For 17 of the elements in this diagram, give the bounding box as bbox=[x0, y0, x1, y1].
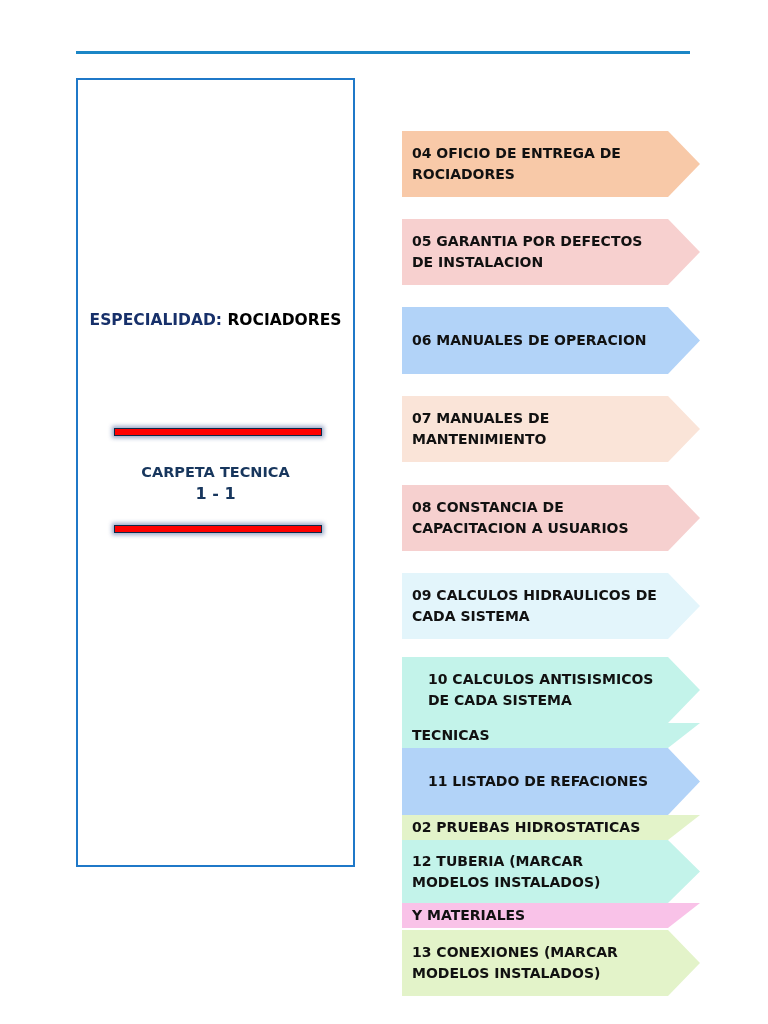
cover-panel bbox=[76, 78, 355, 867]
item-label: 08 CONSTANCIA DE CAPACITACION A USUARIOS bbox=[412, 498, 630, 538]
item-label: 13 CONEXIONES (MARCAR MODELOS INSTALADOS) bbox=[412, 943, 619, 983]
item-label: 10 CALCULOS ANTISISMICOS DE CADA SISTEMA bbox=[428, 670, 655, 710]
item-label: 04 OFICIO DE ENTREGA DE ROCIADORES bbox=[412, 144, 622, 184]
folder-number: 1 - 1 bbox=[194, 484, 237, 503]
item-label: 05 GARANTIA POR DEFECTOS DE INSTALACION bbox=[412, 232, 644, 272]
item-label: 12 TUBERIA (MARCAR MODELOS INSTALADOS) bbox=[412, 851, 602, 892]
specialty-heading: ESPECIALIDAD: ROCIADORES bbox=[88, 311, 343, 329]
item-label: 06 MANUALES DE OPERACION bbox=[412, 331, 647, 350]
item-label: 11 LISTADO DE REFACIONES bbox=[428, 772, 649, 791]
item-label: 07 MANUALES DE MANTENIMIENTO bbox=[412, 409, 551, 449]
item-label: Y MATERIALES bbox=[412, 906, 526, 925]
item-label: 09 CALCULOS HIDRAULICOS DE CADA SISTEMA bbox=[412, 586, 658, 626]
folder-title: CARPETA TECNICA bbox=[140, 464, 291, 480]
item-label: 02 PRUEBAS HIDROSTATICAS bbox=[412, 818, 641, 837]
item-label: TECNICAS bbox=[412, 726, 490, 745]
